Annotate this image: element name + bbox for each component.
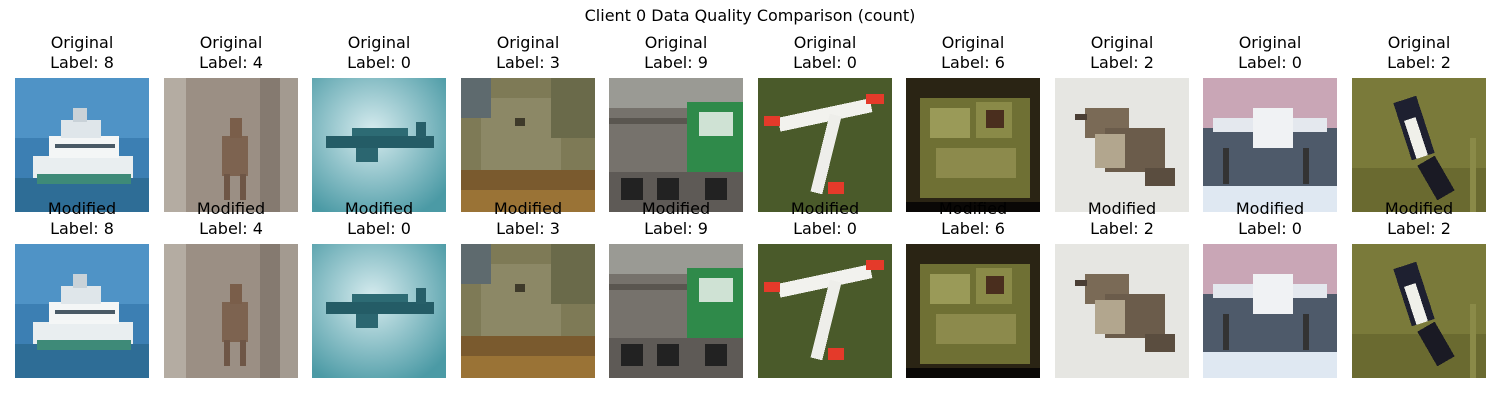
subplot-class-label: Label: 6 [941,53,1005,72]
subplot-row-label: Original [644,33,708,52]
thumbnail-airplane [1203,78,1337,212]
subplot-row-label: Modified [1087,199,1157,218]
subplot-row-label: Modified [344,199,414,218]
thumbnail-truck [609,78,743,212]
subplot-class-label: Label: 8 [50,53,114,72]
thumbnail-frog [906,244,1040,378]
thumbnail-airplane [312,78,446,212]
subplot-class-label: Label: 4 [199,219,263,238]
thumbnail-airplane [758,244,892,378]
subplot-class-label: Label: 3 [496,219,560,238]
subplot-row-label: Original [199,33,263,52]
subplot-class-label: Label: 9 [644,53,708,72]
thumbnail-frog [906,78,1040,212]
subplot-row-label: Modified [641,199,711,218]
subplot-row-label: Modified [790,199,860,218]
thumbnail-bird [1352,78,1486,212]
subplot-class-label: Label: 2 [1090,219,1154,238]
subplot-class-label: Label: 0 [1238,219,1302,238]
thumbnail-bird [1055,78,1189,212]
subplot-row-label: Modified [1384,199,1454,218]
subplot-class-label: Label: 2 [1387,53,1451,72]
thumbnail-bird [1055,244,1189,378]
subplot-class-label: Label: 0 [793,219,857,238]
thumbnail-cat [461,78,595,212]
subplot-row-label: Modified [47,199,117,218]
subplot-row-label: Original [496,33,560,52]
thumbnail-deer [164,78,298,212]
subplot-row-label: Original [50,33,114,52]
subplot-row-label: Original [941,33,1005,52]
subplot-class-label: Label: 8 [50,219,114,238]
subplot-class-label: Label: 6 [941,219,1005,238]
thumbnail-deer [164,244,298,378]
thumbnail-ship [15,244,149,378]
subplot-class-label: Label: 0 [347,53,411,72]
thumbnail-cat [461,244,595,378]
subplot-class-label: Label: 9 [644,219,708,238]
subplot-class-label: Label: 3 [496,53,560,72]
thumbnail-truck [609,244,743,378]
thumbnail-airplane [312,244,446,378]
subplot-class-label: Label: 0 [347,219,411,238]
thumbnail-ship [15,78,149,212]
subplot-class-label: Label: 4 [199,53,263,72]
subplot-row-label: Modified [1235,199,1305,218]
subplot-class-label: Label: 2 [1387,219,1451,238]
subplot-row-label: Original [793,33,857,52]
subplot-row-label: Original [1238,33,1302,52]
subplot-row-label: Original [1090,33,1154,52]
figure-title: Client 0 Data Quality Comparison (count) [584,6,916,25]
subplot-class-label: Label: 0 [1238,53,1302,72]
subplot-row-label: Modified [938,199,1008,218]
thumbnail-bird [1352,244,1486,378]
subplot-row-label: Original [347,33,411,52]
thumbnail-airplane [1203,244,1337,378]
subplot-row-label: Modified [196,199,266,218]
subplot-class-label: Label: 2 [1090,53,1154,72]
subplot-class-label: Label: 0 [793,53,857,72]
thumbnail-airplane [758,78,892,212]
subplot-row-label: Original [1387,33,1451,52]
subplot-row-label: Modified [493,199,563,218]
